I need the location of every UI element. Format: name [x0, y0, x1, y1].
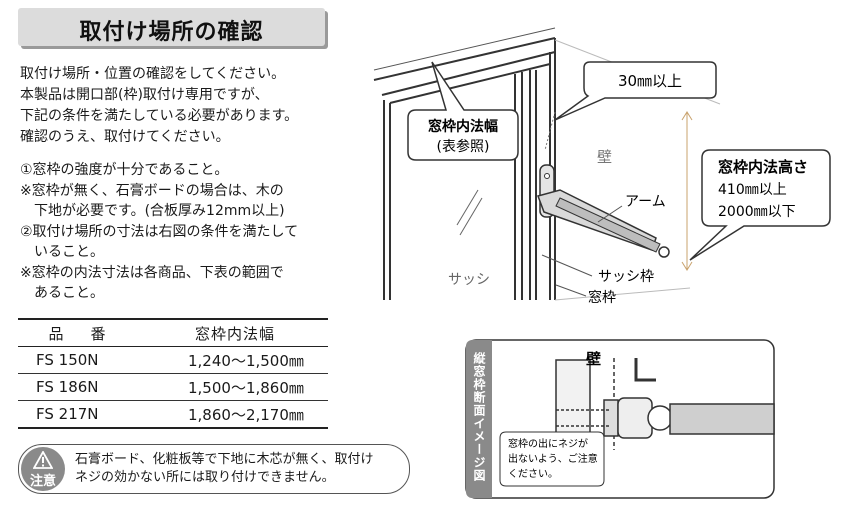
sash-label: サッシ — [448, 272, 490, 288]
section-note-line: 窓枠の出にネジが — [508, 437, 588, 450]
dimension-line — [373, 27, 556, 71]
wall-label: 壁 — [597, 148, 612, 166]
warning-icon — [33, 451, 53, 469]
arm-pointer — [597, 205, 623, 223]
arm-label: アーム — [625, 194, 666, 210]
cell-model: FS 150N — [18, 346, 142, 374]
section-note-line: 出ないよう、ご注意 — [508, 452, 598, 465]
caution-box: 注意 石膏ボード、化粧板等で下地に木芯が無く、取付け ネジの効かない所には取り付… — [18, 444, 410, 494]
callout-height-line: 410㎜以上 — [718, 182, 787, 198]
header-width: 窓枠内法幅 — [142, 318, 328, 347]
window-frame-label: 窓枠 — [588, 289, 616, 306]
door-closer-arm — [537, 164, 670, 258]
caution-text: 石膏ボード、化粧板等で下地に木芯が無く、取付け ネジの効かない所には取り付けでき… — [75, 451, 373, 487]
table-row: FS 150N 1,240〜1,500㎜ — [18, 346, 328, 374]
intro-line: 確認のうえ、取付けてください。 — [20, 129, 230, 145]
cell-width: 1,240〜1,500㎜ — [142, 346, 328, 374]
cell-model: FS 217N — [18, 400, 142, 429]
header-model: 品 番 — [18, 318, 142, 347]
condition-line: ①窓枠の強度が十分であること。 — [20, 162, 229, 178]
conditions-list: ①窓枠の強度が十分であること。 ※窓枠が無く、石膏ボードの場合は、木の 下地が必… — [20, 160, 350, 304]
intro-line: 下記の条件を満たしている必要があります。 — [20, 108, 299, 124]
section-wall-label: 壁 — [586, 350, 601, 368]
caution-line: 石膏ボード、化粧板等で下地に木芯が無く、取付け — [75, 452, 374, 467]
title-banner: 取付け場所の確認 — [18, 8, 325, 46]
glass-reflection — [456, 189, 483, 236]
caution-label: 注意 — [29, 474, 56, 489]
height-dimension — [681, 111, 693, 271]
intro-text: 取付け場所・位置の確認をしてください。 本製品は開口部(枠)取付け専用ですが、 … — [20, 64, 350, 148]
callout-height-line: 窓枠内法高さ — [718, 158, 808, 176]
sash-frame-label: サッシ枠 — [598, 269, 654, 285]
condition-line: ※窓枠が無く、石膏ボードの場合は、木の — [20, 182, 284, 199]
section-note-line: ください。 — [508, 468, 558, 480]
cell-width: 1,860〜2,170㎜ — [142, 400, 328, 429]
section-side-label: 縦窓枠断面イメージ図 — [472, 351, 486, 482]
condition-line: あること。 — [34, 285, 104, 301]
label-leaders — [541, 254, 593, 297]
intro-line: 本製品は開口部(枠)取付け専用ですが、 — [20, 87, 269, 103]
page-title: 取付け場所の確認 — [79, 20, 264, 45]
condition-line: ②取付け場所の寸法は右図の条件を満たして — [20, 223, 299, 240]
intro-line: 取付け場所・位置の確認をしてください。 — [20, 66, 286, 82]
condition-line: ※窓枠の内法寸法は各商品、下表の範囲で — [20, 264, 284, 281]
callout-width-line: 窓枠内法幅 — [428, 118, 498, 135]
table-row: FS 186N 1,500〜1,860㎜ — [18, 373, 328, 401]
condition-line: 下地が必要です。(合板厚み12mm以上) — [34, 203, 285, 219]
spec-table: 品 番 窓枠内法幅 FS 150N 1,240〜1,500㎜ FS 186N 1… — [18, 318, 328, 429]
callout-30mm: 30㎜以上 — [554, 61, 717, 121]
callout-width: 窓枠内法幅 (表参照) — [407, 61, 519, 161]
cell-model: FS 186N — [18, 373, 142, 401]
callout-pointer — [544, 111, 556, 151]
callout-height-line: 2000㎜以下 — [718, 204, 796, 220]
callout-width-line: (表参照) — [437, 138, 490, 155]
installation-diagram: 30㎜以上 窓枠内法幅 (表参照) 壁 窓枠内法高さ 410㎜以上 2000㎜以… — [373, 27, 831, 499]
table-header-row: 品 番 窓枠内法幅 — [18, 318, 328, 347]
callout-30mm-text: 30㎜以上 — [618, 72, 682, 90]
callout-height: 窓枠内法高さ 410㎜以上 2000㎜以下 — [689, 149, 831, 261]
condition-line: いること。 — [34, 244, 104, 260]
section-note: 窓枠の出にネジが 出ないよう、ご注意 ください。 — [499, 431, 605, 487]
cell-width: 1,500〜1,860㎜ — [142, 373, 328, 401]
caution-badge: 注意 — [21, 447, 65, 491]
section-drawing — [555, 358, 775, 451]
caution-line: ネジの効かない所には取り付けできません。 — [75, 470, 335, 485]
window-frame-drawing — [373, 37, 556, 300]
table-row: FS 217N 1,860〜2,170㎜ — [18, 400, 328, 429]
